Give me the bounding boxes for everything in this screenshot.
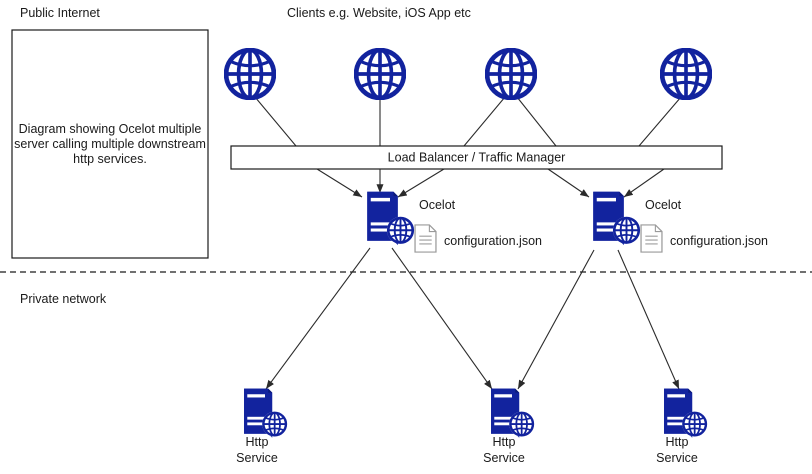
link-ocelot-1-to-service-2 [391, 247, 493, 390]
link-lb-to-ocelot-2-left [547, 168, 590, 198]
description-line-2: server calling multiple downstream [14, 137, 206, 151]
ocelot-2-label: Ocelot [645, 198, 682, 212]
http-service-2-server-globe-icon [489, 387, 536, 439]
ocelot-2-document-icon [640, 224, 663, 253]
description-line-3: http services. [73, 152, 147, 166]
link-ocelot-1-to-service-1 [265, 247, 371, 390]
description-box [11, 29, 209, 259]
ocelot-1-document-icon [414, 224, 437, 253]
ocelot-1-label: Ocelot [419, 198, 456, 212]
link-lb-to-ocelot-1-left [316, 168, 363, 198]
http-service-1-server-globe-icon [242, 387, 289, 439]
client-1-globe-icon [226, 50, 274, 98]
link-client-4-to-lb [638, 96, 682, 147]
http-service-3-label-line-2: Service [656, 451, 698, 465]
link-lb-to-ocelot-1-right [397, 168, 445, 198]
http-service-2-label-line-2: Service [483, 451, 525, 465]
client-2-globe-icon [356, 50, 404, 98]
public-internet-label: Public Internet [20, 6, 100, 20]
http-service-1-label-line-1: Http [246, 435, 269, 449]
link-lb-to-ocelot-2-right [623, 168, 665, 198]
ocelot-2-server-globe-icon [591, 190, 642, 247]
ocelot-2-config-label: configuration.json [670, 234, 768, 248]
link-ocelot-2-to-service-2 [517, 249, 595, 390]
load-balancer-label: Load Balancer / Traffic Manager [388, 151, 566, 165]
ocelot-1-config-label: configuration.json [444, 234, 542, 248]
link-client-1-to-lb [254, 96, 297, 147]
private-network-label: Private network [20, 292, 107, 306]
description-line-1: Diagram showing Ocelot multiple [19, 122, 202, 136]
link-ocelot-2-to-service-3 [617, 249, 680, 390]
load-balancer-box [230, 145, 723, 170]
http-service-3-label-line-1: Http [666, 435, 689, 449]
ocelot-1-server-globe-icon [365, 190, 416, 247]
http-service-1-label-line-2: Service [236, 451, 278, 465]
http-service-3-server-globe-icon [662, 387, 709, 439]
client-4-globe-icon [662, 50, 710, 98]
clients-heading: Clients e.g. Website, iOS App etc [287, 6, 471, 20]
link-client-3-to-lb-right [516, 96, 557, 147]
http-service-2-label-line-1: Http [493, 435, 516, 449]
client-3-globe-icon [487, 50, 535, 98]
link-client-3-to-lb-left [463, 96, 506, 147]
